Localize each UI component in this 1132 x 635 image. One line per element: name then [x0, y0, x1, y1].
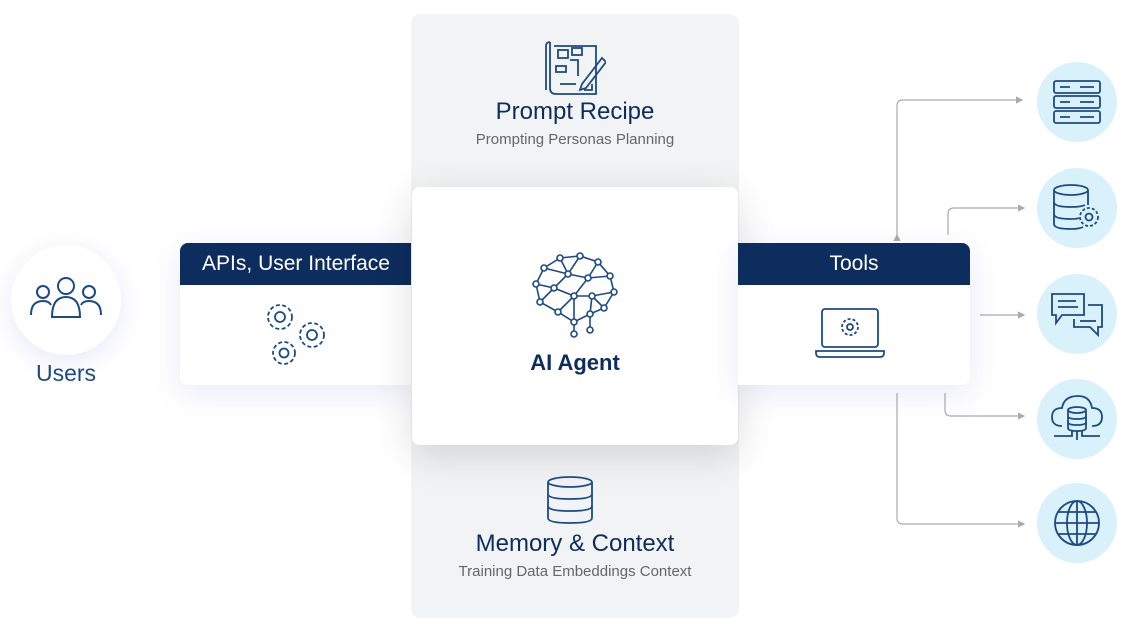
database-gear-icon [1053, 184, 1099, 230]
ai-agent-title: AI Agent [530, 350, 620, 375]
tool-cloud-database [1037, 379, 1117, 459]
tool-chat [1037, 274, 1117, 354]
tools-title: Tools [738, 243, 970, 285]
memory-context-subtitle: Training Data Embeddings Context [458, 563, 692, 580]
users-icon [30, 277, 102, 318]
database-icon [547, 476, 593, 524]
prompt-recipe-title: Prompt Recipe [495, 98, 655, 125]
cloud-database-icon [1051, 395, 1103, 440]
server-icon [1053, 80, 1101, 124]
laptop-gear-icon [815, 308, 885, 358]
prompt-recipe-subtitle: Prompting Personas Planning [475, 131, 675, 148]
memory-context-title: Memory & Context [475, 530, 675, 557]
users-label: Users [35, 360, 97, 386]
gears-icon [267, 304, 325, 365]
globe-icon [1054, 500, 1100, 546]
tool-server [1037, 62, 1117, 142]
tools-card: Tools [738, 243, 970, 385]
neural-brain-icon [532, 252, 618, 338]
tool-database-gear [1037, 168, 1117, 248]
apis-title: APIs, User Interface [180, 243, 412, 285]
blueprint-pencil-icon [545, 41, 606, 95]
chat-bubbles-icon [1051, 293, 1103, 337]
tool-globe [1037, 483, 1117, 563]
ai-agent-card [412, 187, 738, 445]
apis-card: APIs, User Interface [180, 243, 412, 385]
users-node [11, 245, 121, 355]
